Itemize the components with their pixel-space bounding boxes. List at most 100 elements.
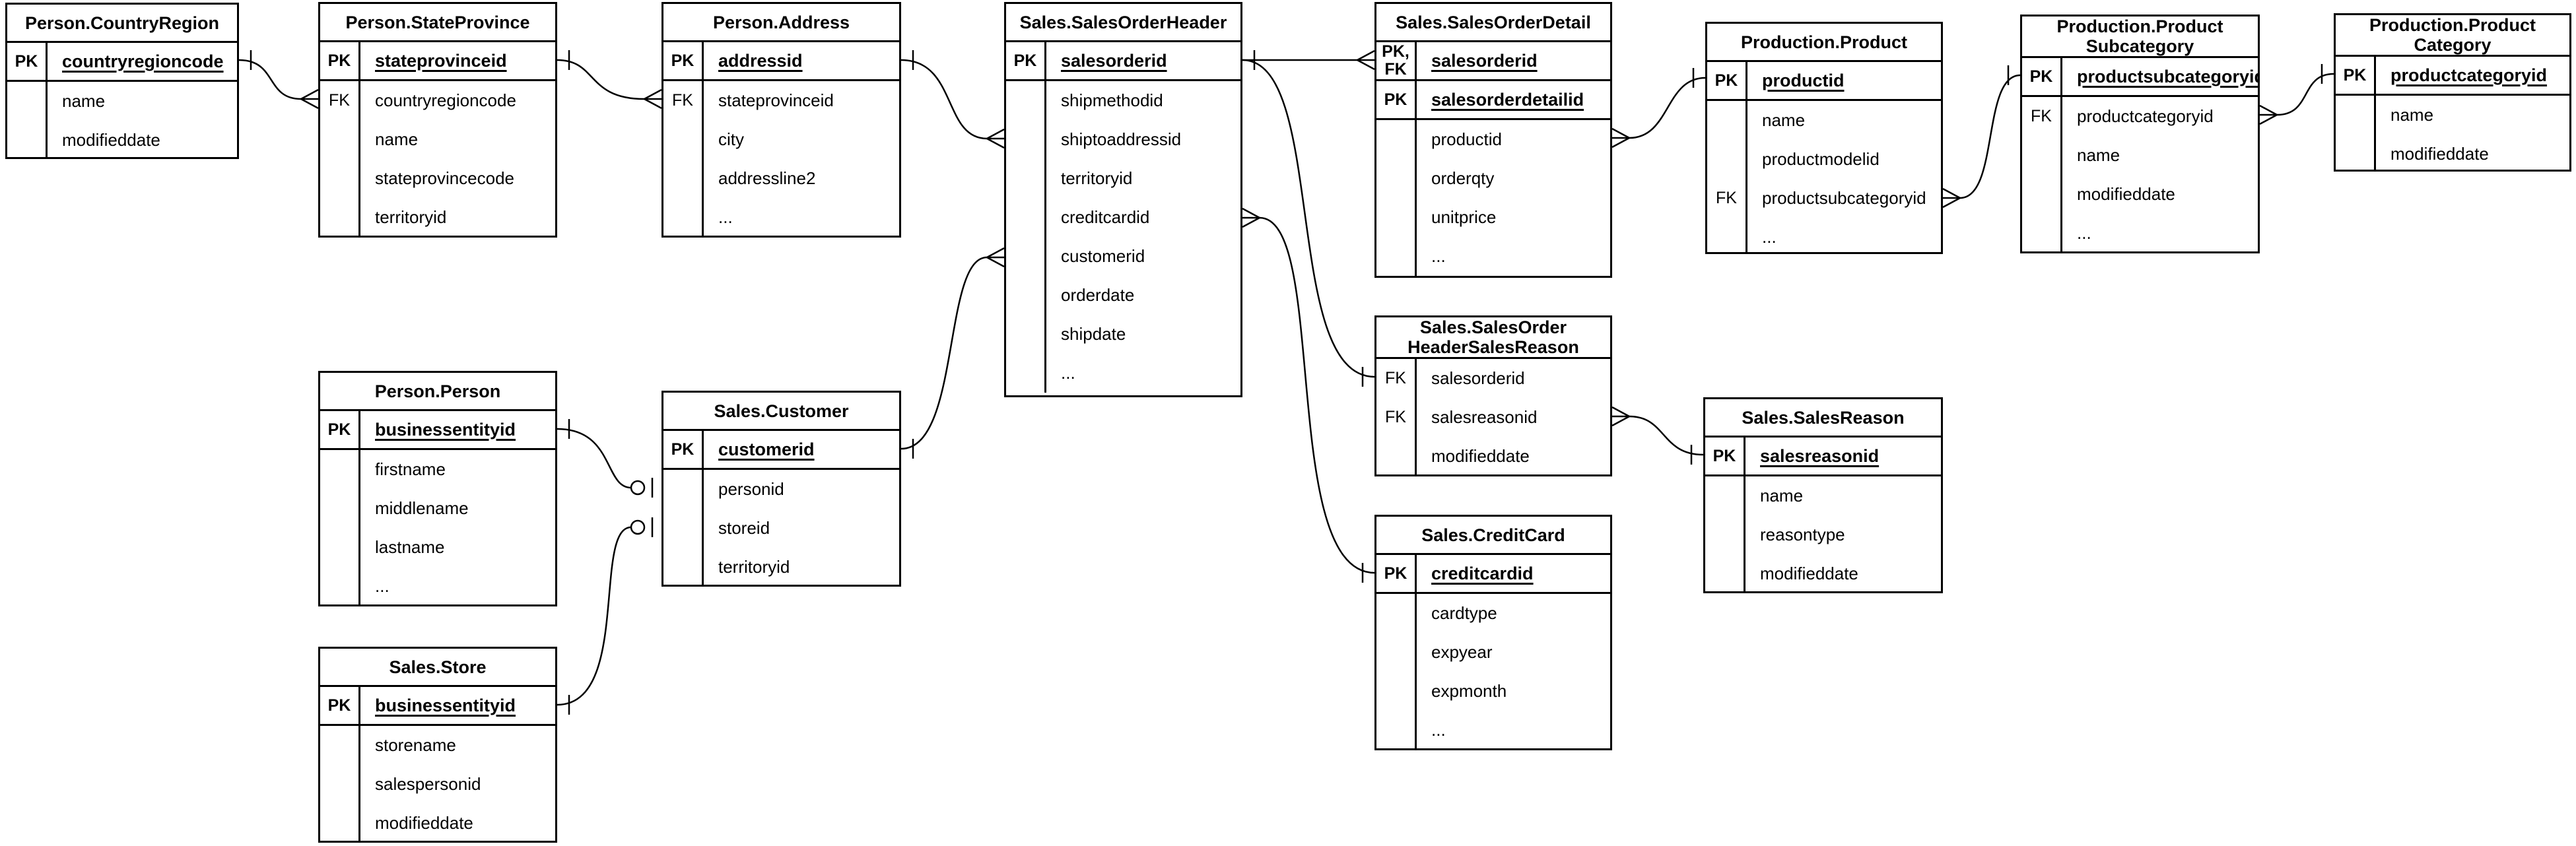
key-badge: FK xyxy=(1376,359,1417,398)
attribute-row: FK countryregioncode xyxy=(320,81,555,120)
entity-title: Person.StateProvince xyxy=(320,4,555,42)
entity-title: Production.Product xyxy=(1707,24,1941,62)
key-badge xyxy=(1006,237,1046,276)
connector-productcategory-productsubcategory xyxy=(2259,64,2334,125)
attribute-name: ... xyxy=(1431,720,1446,740)
entity-title: Sales.SalesReason xyxy=(1705,399,1941,438)
primary-key-attribute-name: businessentityid xyxy=(375,695,516,715)
attribute-row: ... xyxy=(2022,214,2258,251)
attribute-name: modifieddate xyxy=(375,813,473,833)
attribute-row: territoryid xyxy=(663,548,899,585)
entity-title-line: Subcategory xyxy=(2085,36,2194,56)
entity-title: Sales.Customer xyxy=(663,393,899,431)
attribute-row: ... xyxy=(1707,218,1941,252)
key-badge-line: PK xyxy=(1384,90,1407,109)
connector-customer-salesorderheader xyxy=(900,247,1005,459)
attribute-row: name xyxy=(7,82,237,121)
attribute-row: stateprovincecode xyxy=(320,159,555,198)
key-badge: PK xyxy=(1705,438,1746,474)
attribute-name: personid xyxy=(718,479,784,499)
attribute-row: city xyxy=(663,120,899,159)
attribute-name: storeid xyxy=(718,518,770,538)
key-badge xyxy=(1376,237,1417,276)
key-badge-line: PK, xyxy=(1382,42,1409,61)
key-badge-line: PK xyxy=(15,51,38,71)
attribute-name: modifieddate xyxy=(1760,564,1858,583)
attribute-name: territoryid xyxy=(375,207,447,227)
key-row: PK countryregioncode xyxy=(7,43,237,82)
primary-key-attribute-name: businessentityid xyxy=(375,419,516,439)
key-badge-line: PK xyxy=(2029,67,2053,86)
attribute-row: orderqty xyxy=(1376,159,1610,198)
key-badge: PK xyxy=(2336,57,2376,94)
key-badge xyxy=(320,567,360,604)
key-badge-line: PK xyxy=(327,420,351,439)
attribute-name: creditcardid xyxy=(1061,207,1150,227)
key-badge: FK xyxy=(1707,179,1747,218)
attribute-row: name xyxy=(1707,101,1941,140)
primary-key-attribute-name: productid xyxy=(1762,70,1845,90)
attribute-name: city xyxy=(718,129,744,149)
key-badge: FK xyxy=(663,81,704,120)
attribute-row: territoryid xyxy=(1006,159,1240,198)
key-badge xyxy=(7,121,48,157)
attribute-name: lastname xyxy=(375,537,445,557)
key-badge xyxy=(320,159,360,198)
key-badge xyxy=(7,82,48,121)
attribute-name: cardtype xyxy=(1431,603,1497,623)
attribute-row: middlename xyxy=(320,489,555,528)
key-badge-line: PK xyxy=(1013,51,1037,70)
key-badge: PK xyxy=(7,43,48,80)
key-badge xyxy=(1707,218,1747,252)
key-badge: FK xyxy=(320,81,360,120)
entity-title-line: Sales.SalesOrderHeader xyxy=(1019,12,1227,32)
key-badge xyxy=(1376,594,1417,633)
attribute-name: countryregioncode xyxy=(375,90,516,110)
key-badge xyxy=(320,765,360,804)
attribute-row: customerid xyxy=(1006,237,1240,276)
attribute-row: storeid xyxy=(663,509,899,548)
attribute-row: ... xyxy=(320,567,555,604)
connector-store-customer xyxy=(557,517,654,715)
key-badge xyxy=(1376,633,1417,672)
attribute-name: ... xyxy=(2077,223,2091,243)
connector-salesorderheader-headersalesreason xyxy=(1242,59,1375,387)
key-badge xyxy=(663,198,704,236)
key-badge-line: PK xyxy=(1712,446,1736,465)
attribute-row: cardtype xyxy=(1376,594,1610,633)
attribute-name: firstname xyxy=(375,459,446,479)
key-badge-line: FK xyxy=(1384,60,1407,79)
primary-key-attribute-name: countryregioncode xyxy=(62,51,224,71)
key-badge xyxy=(320,120,360,159)
primary-key-attribute-name: stateprovinceid xyxy=(375,50,507,71)
key-badge-line: PK xyxy=(671,51,695,70)
entity-title-line: Sales.SalesOrder xyxy=(1419,317,1567,337)
key-badge xyxy=(1006,81,1046,120)
attribute-row: productmodelid xyxy=(1707,140,1941,179)
attribute-row: territoryid xyxy=(320,198,555,236)
key-badge: FK xyxy=(2022,97,2062,136)
key-badge: PK xyxy=(1006,42,1046,79)
key-badge xyxy=(663,470,704,509)
